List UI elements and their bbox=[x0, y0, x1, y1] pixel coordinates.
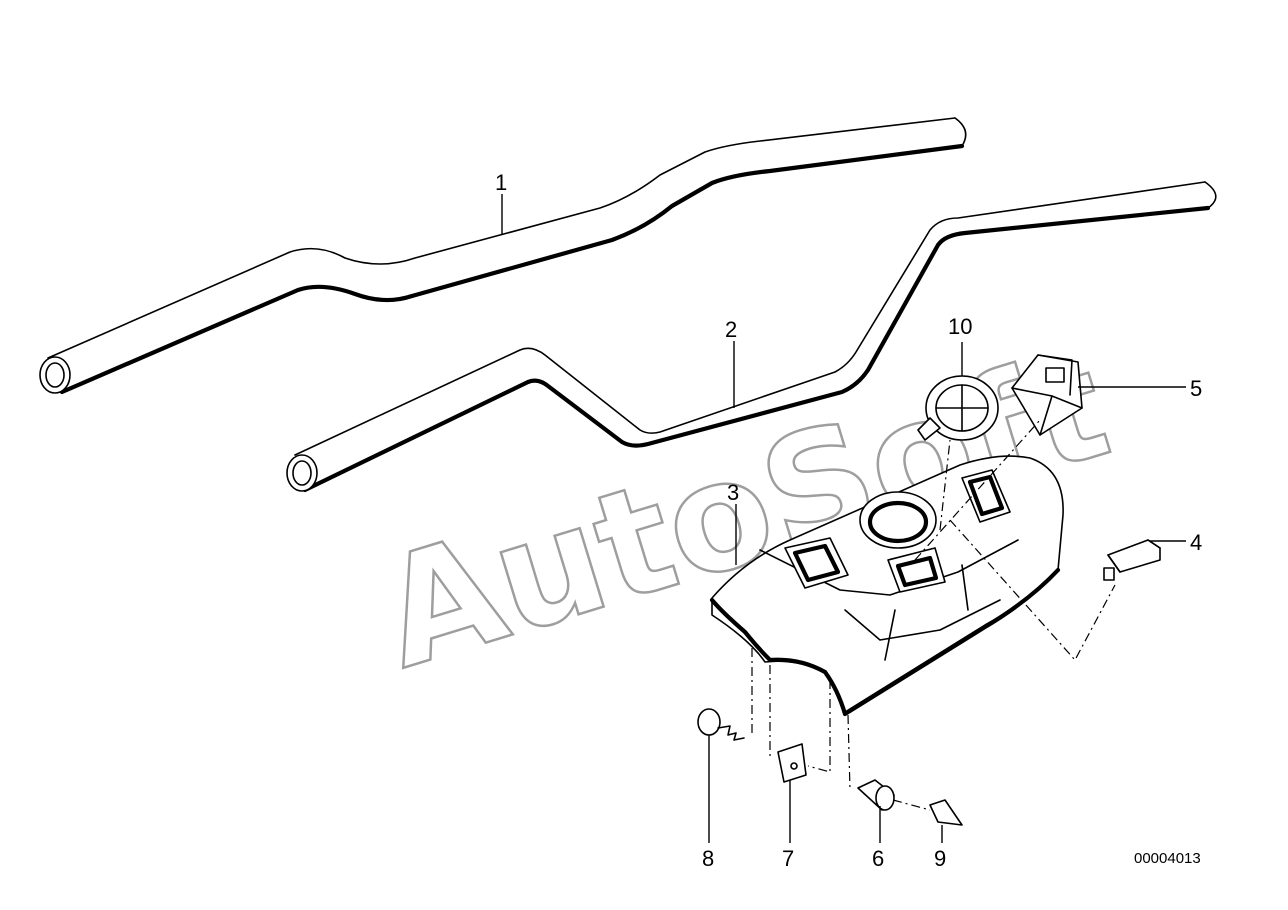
diagram-number: 00004013 bbox=[1134, 850, 1201, 867]
callout-2: 2 bbox=[725, 317, 737, 342]
callout-6: 6 bbox=[872, 846, 884, 871]
callout-labels: 1 2 3 4 5 6 7 8 9 10 bbox=[495, 170, 1202, 871]
callout-7: 7 bbox=[782, 846, 794, 871]
handlebar-1[interactable] bbox=[39, 117, 967, 395]
switch-5[interactable] bbox=[1011, 354, 1083, 436]
nut-6[interactable] bbox=[857, 779, 895, 811]
assembly-lines bbox=[751, 419, 1116, 811]
lamp-4[interactable] bbox=[1103, 539, 1161, 581]
screw-9[interactable] bbox=[929, 799, 963, 826]
screw-8[interactable] bbox=[697, 708, 745, 741]
callout-9: 9 bbox=[934, 846, 946, 871]
callout-1: 1 bbox=[495, 170, 507, 195]
callout-5: 5 bbox=[1190, 376, 1202, 401]
callout-8: 8 bbox=[702, 846, 714, 871]
leader-lines bbox=[501, 194, 1186, 843]
handlebar-2[interactable] bbox=[286, 181, 1217, 493]
cover-3[interactable] bbox=[709, 455, 1064, 717]
callout-4: 4 bbox=[1190, 530, 1202, 555]
callout-3: 3 bbox=[727, 480, 739, 505]
clip-7[interactable] bbox=[777, 743, 807, 783]
callout-10: 10 bbox=[948, 314, 972, 339]
